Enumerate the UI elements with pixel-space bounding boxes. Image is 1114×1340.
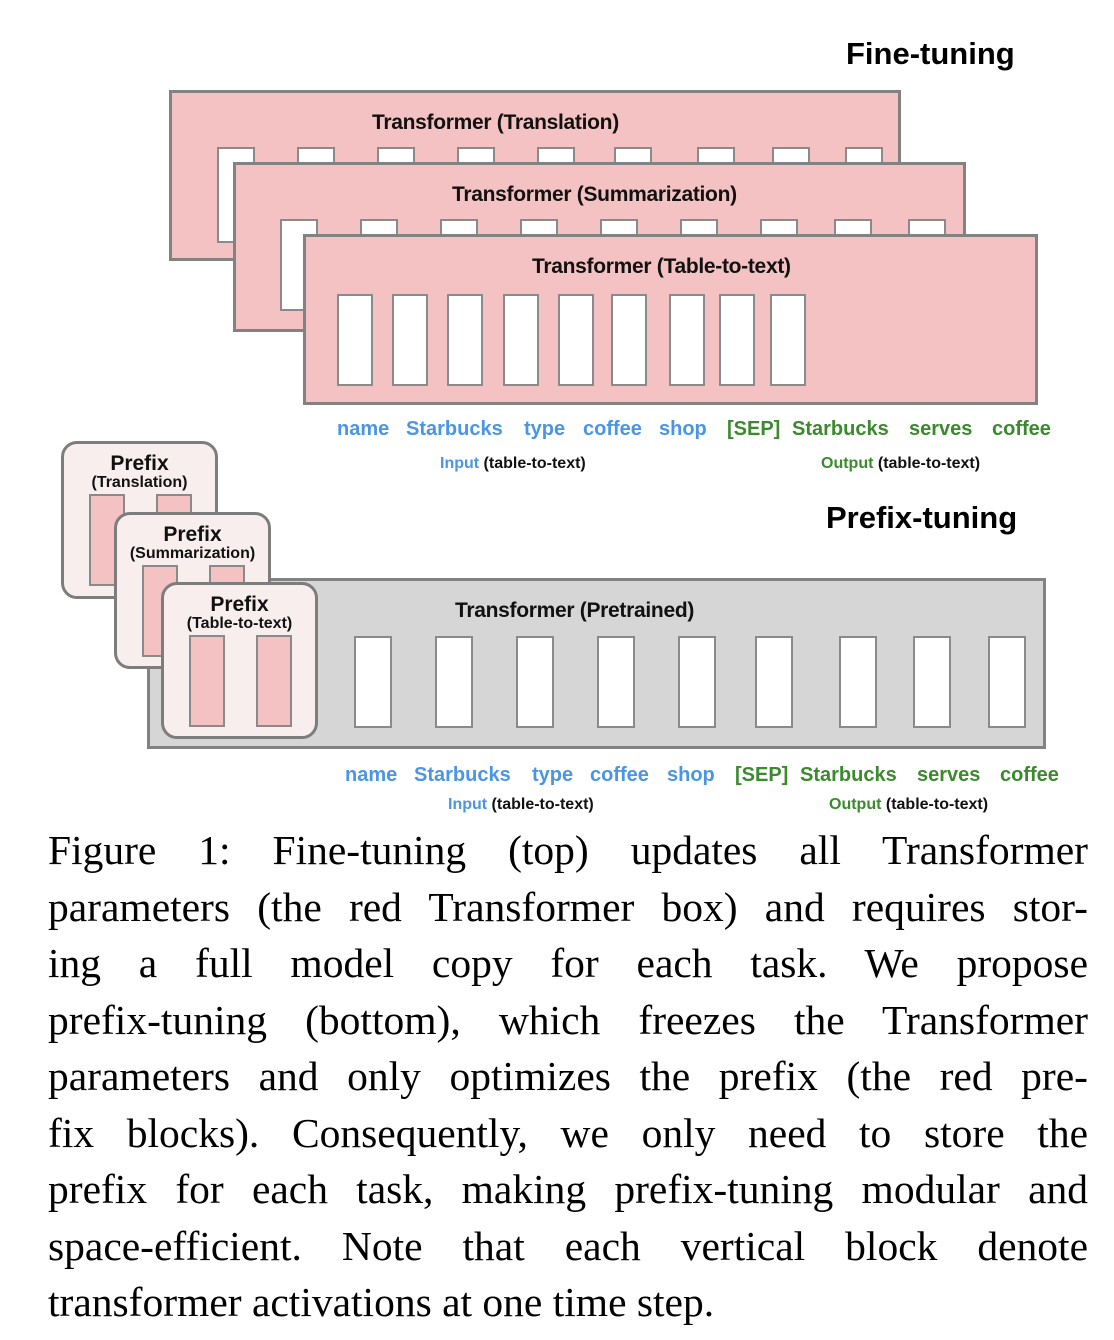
output-task: (table-to-text) [885,796,989,813]
token: serves [909,418,973,440]
activation-block [913,636,951,728]
token: shop [659,418,707,440]
prefix-title: Prefix [163,523,222,546]
activation-block [435,636,473,728]
token: [SEP] [735,764,789,786]
token: coffee [1000,764,1059,786]
activation-block [839,636,877,728]
prefix-title: Prefix [210,593,269,616]
activation-block [516,636,554,728]
input-task: (table-to-text) [483,455,586,472]
activation-block [770,294,806,386]
caption-line: Figure 1: Fine-tuning (top) updates all … [48,827,1088,873]
token: coffee [583,418,642,440]
activation-block [392,294,428,386]
caption-line: ing a full model copy for each task. We … [48,940,1088,986]
token: shop [667,764,715,786]
activation-block [719,294,755,386]
caption-line: prefix for each task, making prefix-tuni… [48,1166,1088,1212]
token: [SEP] [727,418,781,440]
activation-block [678,636,716,728]
token: Starbucks [800,764,897,786]
caption-line: parameters and only optimizes the prefix… [48,1053,1088,1099]
activation-block [597,636,635,728]
token: Starbucks [414,764,511,786]
caption-line: prefix-tuning (bottom), which freezes th… [48,996,1088,1043]
prefix-task: (Translation) [91,474,188,491]
token: name [337,418,390,440]
activation-block [337,294,373,386]
fine-tuning-output-label: Output (table-to-text) [821,455,980,473]
output-key: Output [829,796,882,813]
caption-line: space-efficient. Note that each vertical… [48,1222,1088,1269]
output-key: Output [821,455,874,472]
prefix-tuning-output-label: Output (table-to-text) [829,796,988,814]
token: coffee [590,764,649,786]
token: type [532,764,574,786]
prefix-title: Prefix [110,452,169,475]
activation-block [988,636,1026,728]
prefix-block [256,635,292,727]
token: type [524,418,566,440]
transformer-translation-label: Transformer (Translation) [372,111,619,134]
prefix-table-to-text: Prefix (Table-to-text) [161,582,318,739]
token: serves [917,764,981,786]
prefix-tuning-title: Prefix-tuning [826,500,1018,535]
input-key: Input [448,796,488,813]
token: Starbucks [406,418,503,440]
transformer-summarization-label: Transformer (Summarization) [452,183,737,206]
fine-tuning-title: Fine-tuning [846,36,1015,71]
activation-block [611,294,647,386]
activation-block [558,294,594,386]
transformer-pretrained-label: Transformer (Pretrained) [455,599,695,622]
token: name [345,764,398,786]
prefix-task: (Table-to-text) [186,615,293,632]
transformer-table-to-text-label: Transformer (Table-to-text) [532,255,791,278]
output-task: (table-to-text) [877,455,981,472]
caption-line: transformer activations at one time step… [48,1279,715,1325]
input-task: (table-to-text) [491,796,594,813]
transformer-table-to-text: Transformer (Table-to-text) [303,234,1038,405]
activation-block [503,294,539,386]
activation-block [447,294,483,386]
prefix-task: (Summarization) [129,545,256,562]
token: coffee [992,418,1051,440]
token: Starbucks [792,418,889,440]
caption-line: parameters (the red Transformer box) and… [48,883,1088,930]
prefix-tuning-input-label: Input (table-to-text) [448,796,594,814]
prefix-block [189,635,225,727]
activation-block [354,636,392,728]
activation-block [669,294,705,386]
activation-block [755,636,793,728]
figure-caption: Figure 1: Fine-tuning (top) updates all … [48,822,1088,1331]
fine-tuning-input-label: Input (table-to-text) [440,455,586,473]
caption-line: fix blocks). Consequently, we only need … [48,1109,1088,1156]
input-key: Input [440,455,480,472]
